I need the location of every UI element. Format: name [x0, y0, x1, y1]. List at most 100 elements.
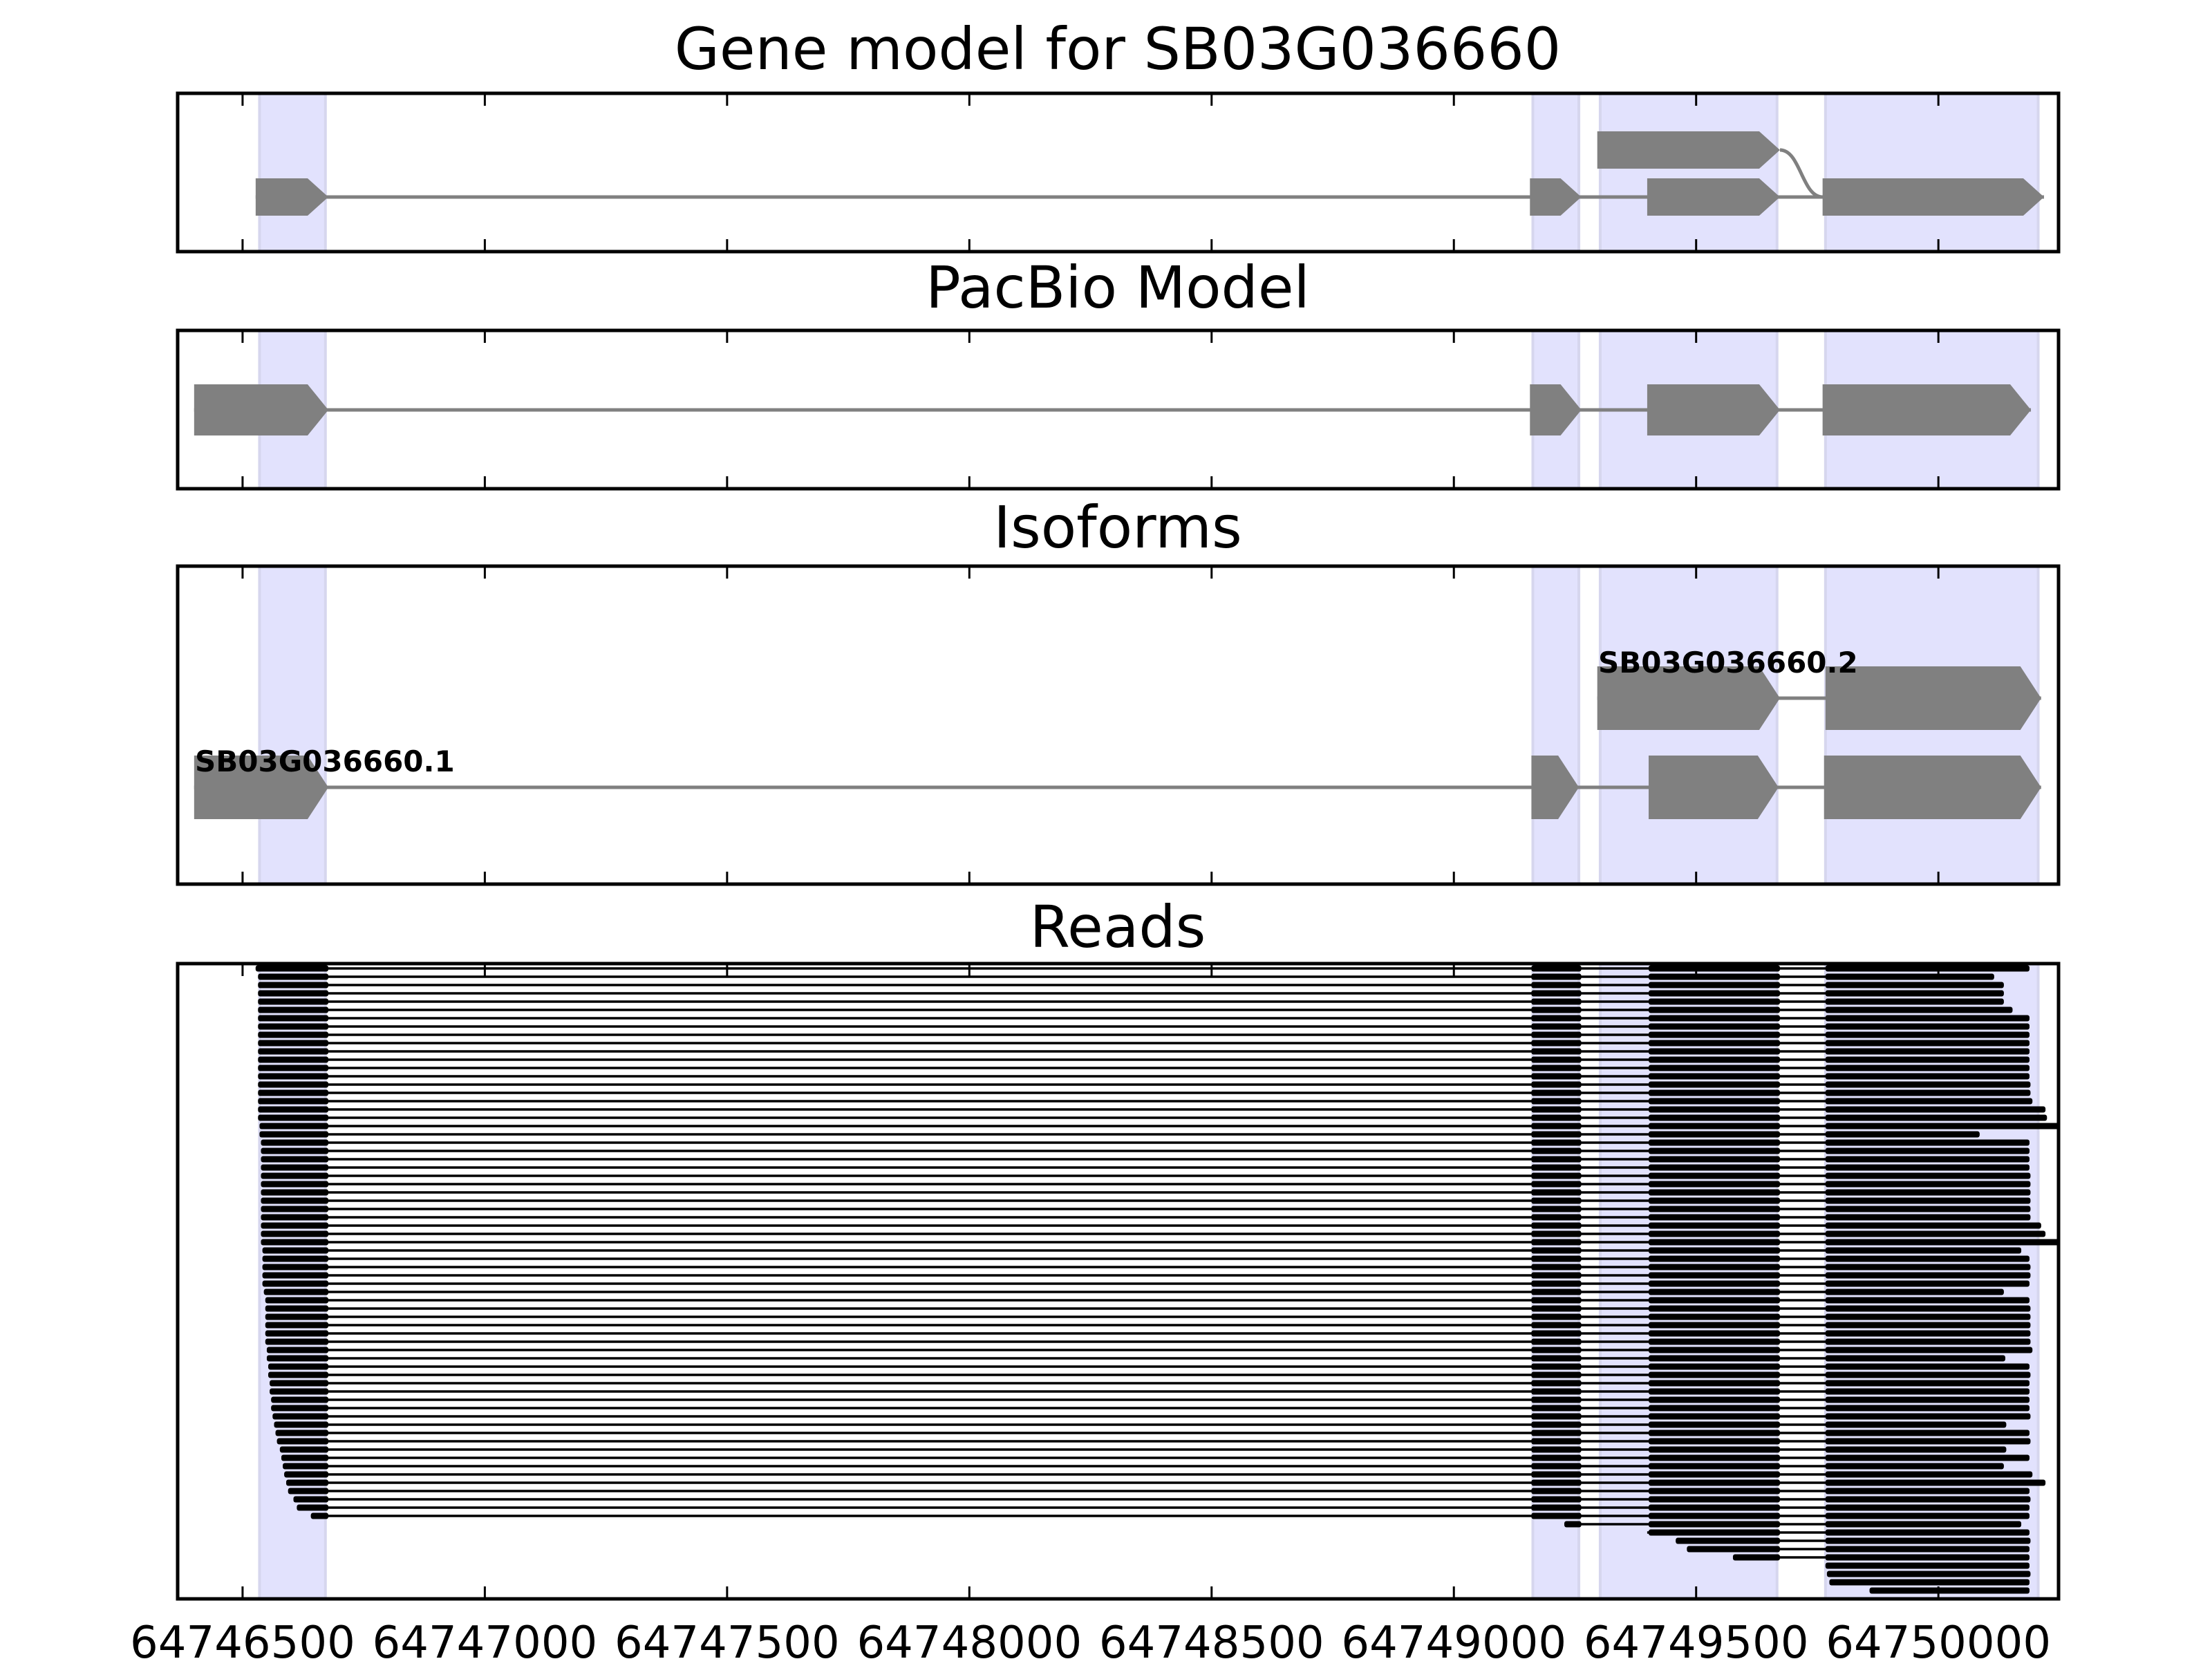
read-block — [259, 1123, 328, 1130]
read — [1564, 1521, 2022, 1528]
read-block — [1649, 1421, 1780, 1428]
read-block — [1649, 1048, 1780, 1055]
read-block — [1649, 1181, 1780, 1188]
read-block — [1531, 1081, 1582, 1088]
read-block — [1825, 1247, 2022, 1254]
panel-plot-area — [194, 566, 2041, 884]
read-block — [1825, 1230, 2046, 1237]
read-block — [1649, 982, 1780, 988]
panel-title-pacbio: PacBio Model — [926, 254, 1310, 321]
read-block — [1649, 1388, 1780, 1395]
read — [261, 1206, 2031, 1212]
read-block — [1649, 1156, 1780, 1163]
read-block — [1649, 1338, 1780, 1345]
read-block — [1531, 1322, 1582, 1329]
read — [258, 1065, 2030, 1071]
read-block — [1825, 1073, 2030, 1080]
read — [262, 1280, 2030, 1287]
x-tick-label: 64746500 — [130, 1618, 355, 1659]
read-block — [1649, 1413, 1780, 1420]
read — [271, 1396, 2030, 1403]
x-tick-label: 64749500 — [1584, 1618, 1809, 1659]
read-block — [1825, 1031, 2030, 1038]
panel-plot-area — [255, 93, 2044, 252]
read-block — [1825, 1048, 2030, 1055]
read-block — [1649, 1106, 1780, 1113]
read-block — [271, 1396, 328, 1403]
read-block — [1649, 1330, 1780, 1337]
read-block — [1825, 1164, 2030, 1171]
read-block — [1531, 1363, 1582, 1370]
read-block — [265, 1305, 328, 1312]
read-block — [1825, 1006, 2013, 1013]
read-block — [1649, 1264, 1780, 1271]
read — [258, 1006, 2013, 1013]
read — [293, 1496, 2031, 1503]
read-block — [1649, 1272, 1780, 1279]
read — [281, 1454, 2030, 1461]
read — [258, 1081, 2031, 1088]
read-block — [276, 1438, 328, 1445]
read-block — [288, 1488, 328, 1494]
read-block — [1825, 1554, 2030, 1561]
read-block — [261, 1147, 328, 1154]
read-block — [270, 1388, 328, 1395]
read — [261, 1156, 2030, 1163]
read-block — [1649, 1255, 1780, 1262]
read — [261, 1164, 2030, 1171]
read-block — [1825, 1015, 2030, 1022]
read-block — [1649, 1040, 1780, 1047]
read-block — [1825, 1147, 2030, 1154]
read — [284, 1471, 2033, 1478]
read — [268, 1371, 2031, 1378]
read-block — [1826, 1571, 2031, 1577]
read — [266, 1355, 2005, 1362]
read-block — [261, 1214, 328, 1221]
read-block — [1825, 1272, 2031, 1279]
read-block — [286, 1479, 328, 1486]
read-block — [1649, 1164, 1780, 1171]
read-block — [1649, 1305, 1780, 1312]
exon-shading — [258, 93, 327, 252]
read-block — [1825, 965, 2030, 972]
read-block — [1531, 1463, 1582, 1470]
read — [274, 1421, 2007, 1428]
read-block — [1531, 1181, 1582, 1188]
read-block — [1531, 1264, 1582, 1271]
panel-title-gene-model: Gene model for SB03G036660 — [675, 15, 1561, 83]
panel-2 — [176, 564, 2061, 886]
read — [1687, 1546, 2030, 1553]
read — [262, 1272, 2031, 1279]
read-block — [1825, 1529, 2030, 1536]
read — [258, 982, 2004, 988]
x-tick-label: 64747000 — [373, 1618, 598, 1659]
read-block — [1825, 1347, 2033, 1353]
read-block — [1531, 1338, 1582, 1345]
read — [261, 1239, 2059, 1246]
exon-shading — [1824, 93, 2040, 252]
read-block — [262, 1255, 328, 1262]
read-block — [1531, 1031, 1582, 1038]
read-block — [1825, 1172, 2031, 1179]
read-block — [279, 1446, 328, 1453]
read-block — [258, 998, 328, 1005]
exon-shading — [1598, 93, 1779, 252]
read-block — [261, 1230, 328, 1237]
read — [258, 1089, 2031, 1096]
read-block — [275, 1430, 328, 1436]
read-block — [1825, 1288, 2004, 1295]
read-block — [1531, 1206, 1582, 1212]
read-block — [1825, 1330, 2031, 1337]
read-block — [265, 1322, 328, 1329]
read-block — [1649, 1463, 1780, 1470]
read-block — [1825, 1098, 2033, 1105]
read-block — [1825, 1065, 2030, 1071]
read-block — [1649, 1297, 1780, 1304]
read-block — [1649, 1131, 1780, 1138]
read-block — [1531, 1496, 1582, 1503]
read-block — [1649, 1488, 1780, 1494]
read-block — [1531, 1488, 1582, 1494]
isoform-label-2: SB03G036660.2 — [1598, 646, 1858, 679]
read-block — [1649, 1496, 1780, 1503]
